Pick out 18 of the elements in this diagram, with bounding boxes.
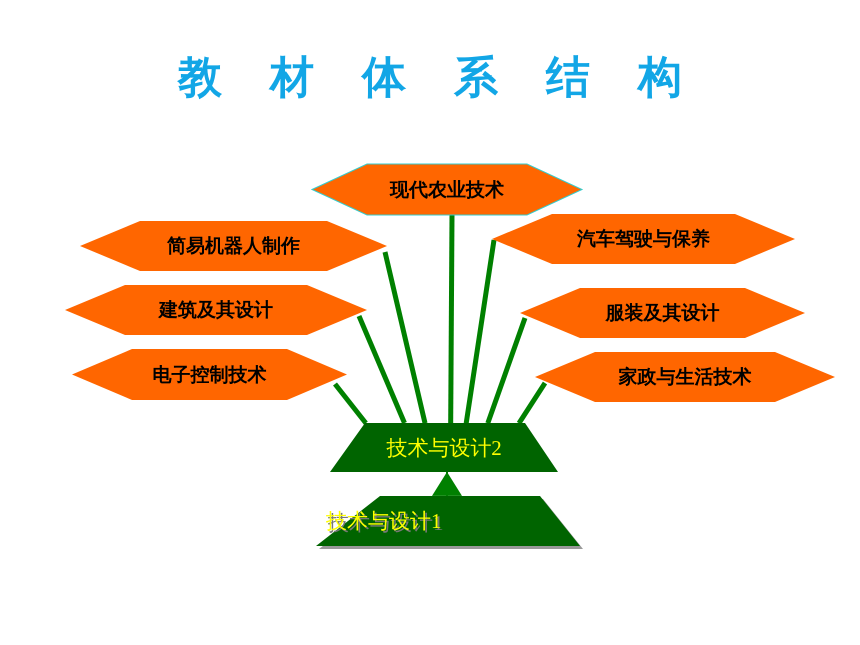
connector-line [448,214,454,424]
node-label: 汽车驾驶与保养 [577,228,710,252]
connector-line [333,382,368,425]
connector-line [485,317,528,424]
node-label: 技术与设计1 [326,508,442,535]
node-label: 技术与设计2 [386,434,502,462]
node-label: 简易机器人制作 [167,235,300,259]
connector-line [356,315,407,424]
node-label: 现代农业技术 [390,178,504,202]
diagram-title: 教材体系结构 [178,52,730,104]
arrow [432,472,462,496]
connector-line [516,382,548,425]
node-label: 服装及其设计 [606,302,720,326]
node-label: 电子控制技术 [152,364,266,388]
connector-line [382,251,428,424]
node-label: 家政与生活技术 [618,366,752,390]
node-label: 建筑及其设计 [159,299,273,323]
connector-line [464,240,496,424]
